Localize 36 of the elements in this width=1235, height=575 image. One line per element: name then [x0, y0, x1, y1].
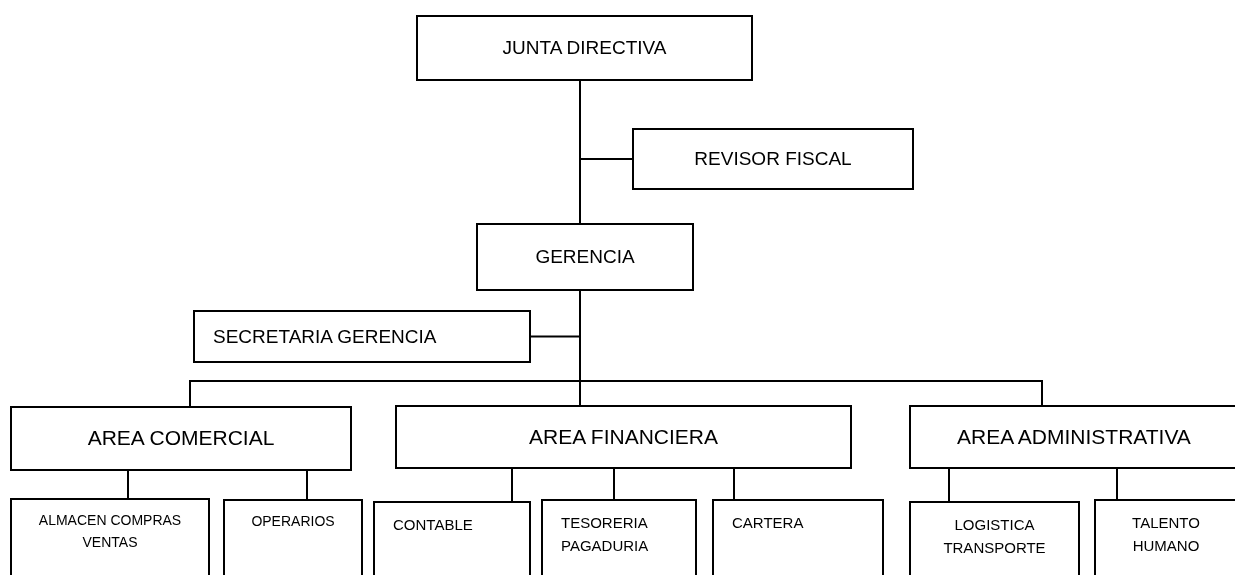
- box-label: AREA COMERCIAL: [87, 425, 275, 452]
- connector-line: [511, 468, 513, 502]
- org-box: [10, 498, 210, 575]
- connector-line: [579, 80, 581, 224]
- connector-line: [127, 470, 129, 499]
- org-box: [373, 501, 531, 575]
- box-label: AREA ADMINISTRATIVA: [957, 423, 1191, 450]
- org-box: [193, 310, 531, 363]
- box-label: REVISOR FISCAL: [694, 147, 852, 172]
- box-label: GERENCIA: [535, 245, 635, 270]
- connector-line: [948, 468, 950, 502]
- box-label: TESORERIA PAGADURIA: [561, 513, 650, 557]
- org-box: [10, 406, 352, 471]
- org-box: [712, 499, 884, 575]
- box-label: SECRETARIA GERENCIA: [213, 324, 437, 349]
- box-label: CONTABLE: [393, 515, 473, 535]
- org-box: [416, 15, 753, 81]
- org-box: [1094, 499, 1235, 575]
- box-label: TALENTO HUMANO: [1131, 513, 1201, 557]
- connector-line: [1116, 468, 1118, 500]
- box-label: AREA FINANCIERA: [528, 423, 718, 450]
- box-label: JUNTA DIRECTIVA: [502, 36, 667, 61]
- box-label: ALMACEN COMPRAS VENTAS: [37, 511, 183, 552]
- box-label: CARTERA: [732, 513, 804, 533]
- org-box: [541, 499, 697, 575]
- org-box: [223, 499, 363, 575]
- org-box: [395, 405, 852, 469]
- connector-line: [733, 468, 735, 500]
- box-label: LOGISTICA TRANSPORTE: [942, 515, 1047, 559]
- org-box: [909, 405, 1235, 469]
- org-box: [632, 128, 914, 190]
- connector-line: [613, 468, 615, 500]
- box-label: OPERARIOS: [251, 512, 335, 531]
- org-box: [909, 501, 1080, 575]
- org-box: [476, 223, 694, 291]
- connector-line: [306, 470, 308, 500]
